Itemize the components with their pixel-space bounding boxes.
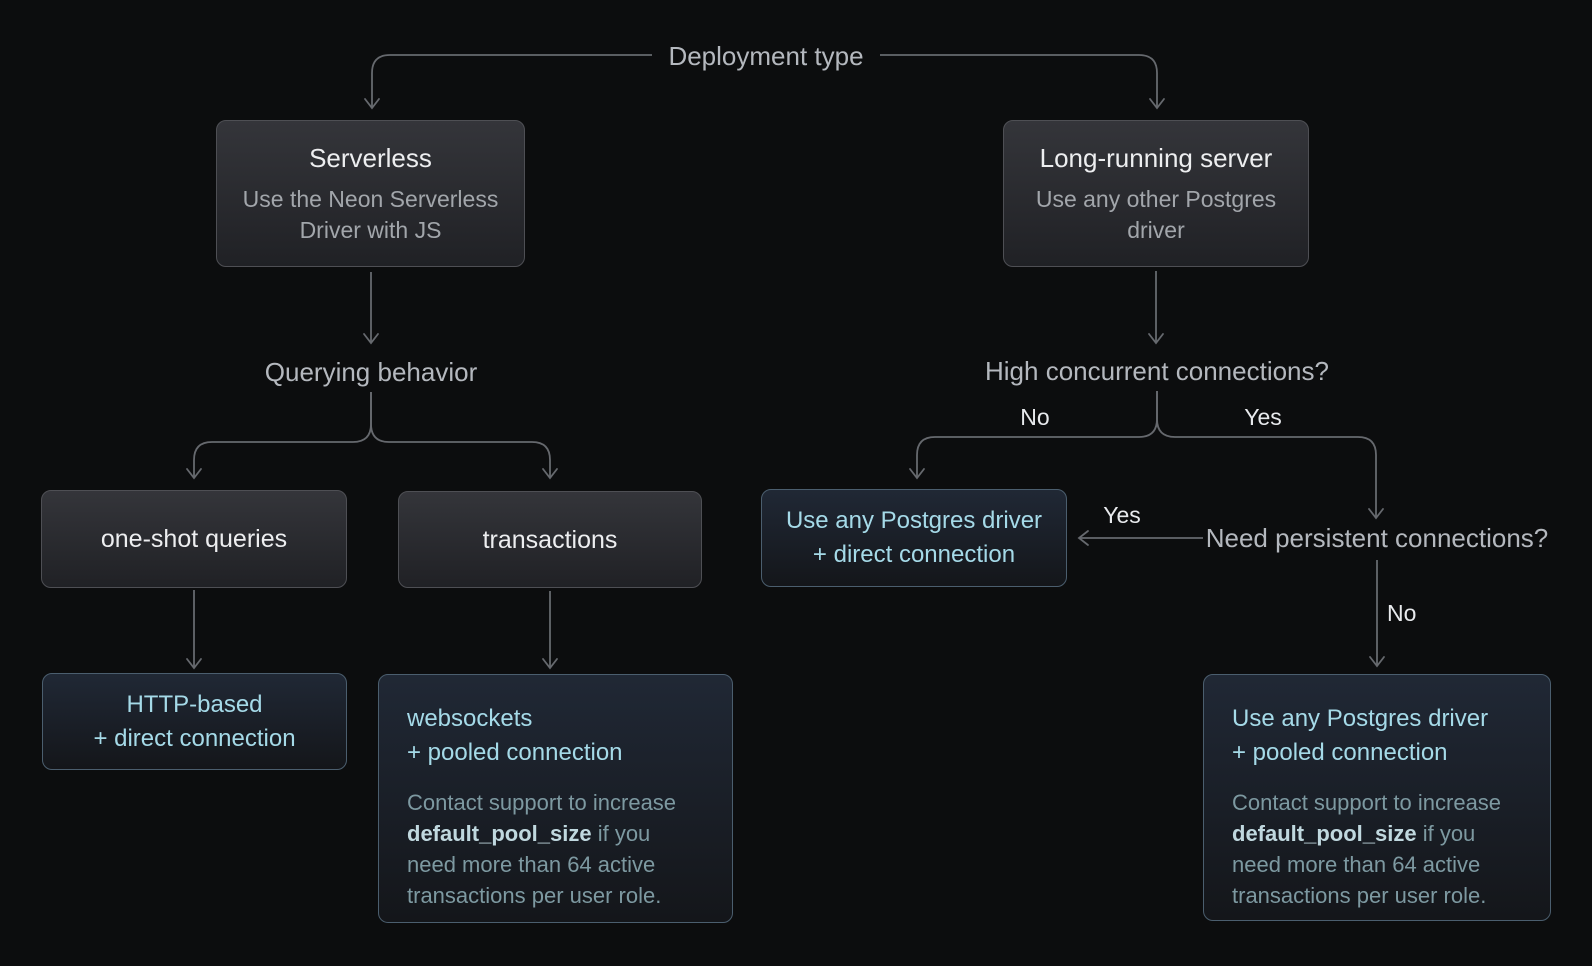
question-querying-behavior: Querying behavior [264, 357, 478, 387]
node-long-running-server: Long-running server Use any other Postgr… [1003, 120, 1309, 267]
node-http-direct: HTTP-based + direct connection [42, 673, 347, 770]
edge-label-yes-right: Yes [1244, 404, 1282, 430]
edge-concurrent-yes-to-persistent [1156, 391, 1384, 520]
node-one-shot-queries: one-shot queries [41, 490, 347, 588]
note-pre: Contact support to increase [1232, 790, 1502, 815]
note-post: if you need more than 64 active transact… [1232, 821, 1487, 908]
edge-concurrent-no-to-direct [909, 391, 1158, 480]
note-pre: Contact support to increase [407, 790, 677, 815]
node-long-running-title: Long-running server [1039, 143, 1273, 173]
node-any-driver-direct: Use any Postgres driver + direct connect… [761, 489, 1067, 587]
node-http-direct-label: HTTP-based + direct connection [93, 690, 296, 752]
question-need-persistent: Need persistent connections? [1205, 523, 1549, 553]
node-serverless-title: Serverless [309, 143, 432, 173]
note-bold-default-pool-size: default_pool_size [1232, 821, 1417, 846]
edge-querying-to-transactions [370, 392, 558, 480]
root-label: Deployment type [668, 41, 864, 71]
note-post: if you need more than 64 active transact… [407, 821, 662, 908]
node-any-driver-pooled-label: Use any Postgres driver + pooled connect… [1232, 705, 1489, 766]
node-one-shot-queries-label: one-shot queries [100, 525, 288, 553]
node-transactions: transactions [398, 491, 702, 588]
node-any-driver-pooled-note: Contact support to increase default_pool… [1232, 787, 1522, 911]
edge-root-to-long-running [880, 54, 1165, 110]
node-any-driver-pooled: Use any Postgres driver + pooled connect… [1203, 674, 1551, 921]
edge-label-no-left: No [1020, 404, 1050, 430]
edge-root-to-serverless [364, 54, 652, 110]
note-bold-default-pool-size: default_pool_size [407, 821, 592, 846]
node-websockets-pooled-label: websockets + pooled connection [407, 705, 623, 766]
edge-label-no-to-pooled: No [1387, 600, 1417, 626]
question-high-concurrent: High concurrent connections? [985, 356, 1329, 386]
node-transactions-label: transactions [482, 525, 618, 554]
node-serverless-subtitle: Use the Neon Serverless Driver with JS [242, 186, 499, 243]
edge-querying-to-one-shot [186, 392, 372, 480]
edge-label-yes-to-direct: Yes [1103, 502, 1141, 528]
node-serverless: Serverless Use the Neon Serverless Drive… [216, 120, 525, 267]
node-any-driver-direct-label: Use any Postgres driver + direct connect… [785, 507, 1043, 568]
node-websockets-pooled-note: Contact support to increase default_pool… [407, 787, 704, 911]
node-long-running-subtitle: Use any other Postgres driver [1035, 186, 1277, 243]
node-websockets-pooled: websockets + pooled connection Contact s… [378, 674, 733, 923]
